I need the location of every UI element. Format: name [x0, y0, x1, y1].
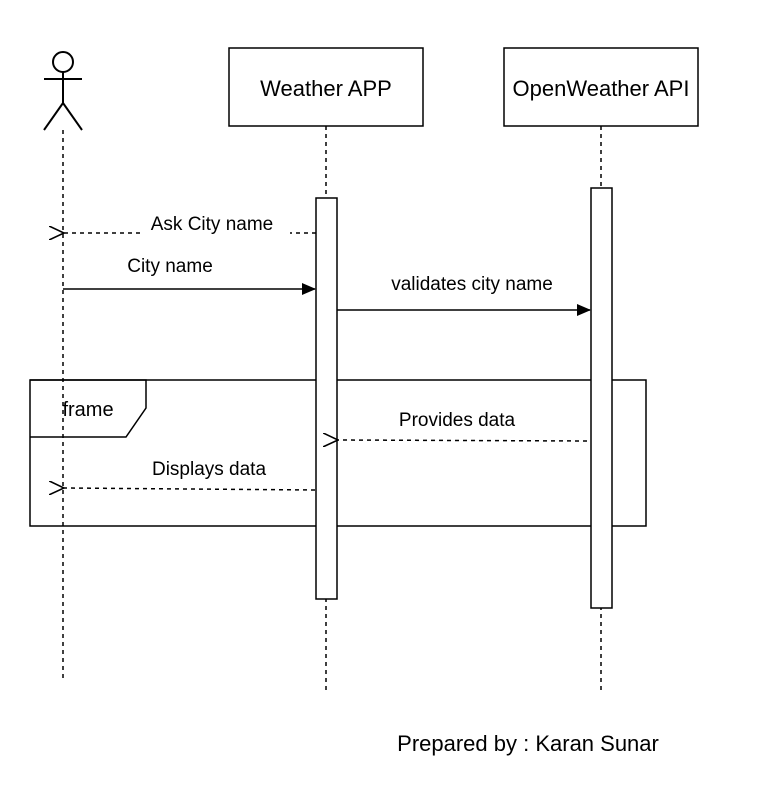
frame-tab: [30, 379, 147, 438]
message-ask-city-name[interactable]: Ask City name: [64, 212, 316, 240]
actor-left-leg: [43, 102, 64, 131]
actor-head: [52, 51, 74, 73]
openweather-api-activation-bar[interactable]: [590, 187, 613, 609]
participant-weather-app[interactable]: Weather APP: [228, 47, 424, 127]
openweather-api-label: OpenWeather API: [513, 76, 690, 101]
displays-data-label: Displays data: [152, 459, 266, 480]
weather-app-label: Weather APP: [260, 76, 392, 101]
provides-data-arrow[interactable]: [338, 440, 588, 441]
participant-openweather-api[interactable]: OpenWeather API: [503, 47, 699, 127]
user-actor-icon: [43, 51, 83, 131]
weather-app-activation-bar[interactable]: [315, 197, 338, 600]
ask-city-name-label: Ask City name: [151, 214, 273, 235]
city-name-label: City name: [127, 256, 213, 277]
ask-city-name-label-bg: [140, 212, 290, 240]
openweather-api-box[interactable]: [503, 47, 699, 127]
weather-app-box[interactable]: [228, 47, 424, 127]
displays-data-arrow[interactable]: [64, 488, 316, 490]
message-validates-city-name[interactable]: validates city name: [337, 274, 591, 316]
frame-label: frame: [62, 399, 113, 421]
frame-box[interactable]: [29, 379, 647, 527]
validates-city-name-label: validates city name: [391, 274, 553, 295]
actor-right-leg: [62, 102, 83, 131]
message-displays-data[interactable]: Displays data: [64, 459, 316, 490]
message-provides-data[interactable]: Provides data: [338, 410, 588, 441]
message-city-name[interactable]: City name: [63, 256, 316, 295]
provides-data-label: Provides data: [399, 410, 516, 431]
prepared-by-label: Prepared by : Karan Sunar: [397, 731, 659, 756]
